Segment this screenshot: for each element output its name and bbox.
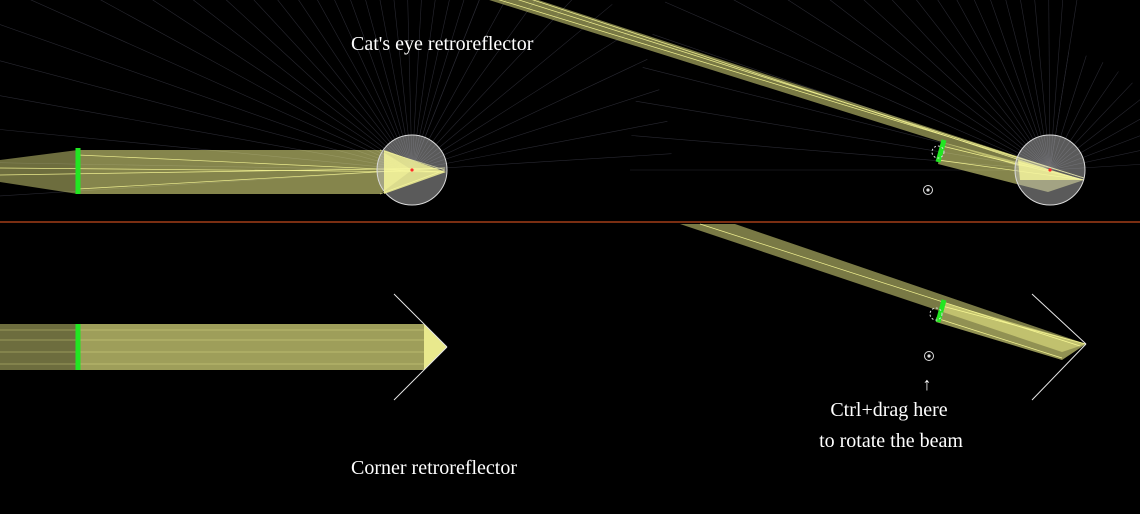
stray-ray: [365, 0, 413, 171]
incoming-beam-corner-left: [0, 324, 78, 370]
incoming-beam-right: [489, 0, 1084, 178]
stray-ray: [1049, 51, 1070, 171]
stray-ray: [990, 0, 1051, 171]
stray-ray: [411, 0, 450, 171]
stray-ray: [891, 0, 1051, 171]
stray-ray: [411, 30, 632, 171]
stray-ray: [1049, 99, 1140, 171]
stray-ray: [1049, 82, 1133, 171]
focus-cone-left: [384, 150, 446, 194]
incoming-beam-left: [0, 150, 78, 194]
stray-ray: [787, 0, 1051, 171]
stray-ray: [1034, 0, 1051, 171]
stray-rays-left: [0, 0, 672, 197]
main-beam-corner-left: [78, 324, 447, 370]
beam-rays-corner-left: [0, 329, 424, 365]
stray-ray: [411, 0, 536, 171]
stray-ray: [350, 0, 413, 171]
stray-ray: [411, 0, 506, 171]
stray-ray: [298, 0, 413, 171]
stray-ray: [916, 0, 1051, 171]
stray-ray: [411, 121, 668, 171]
corner-mirror-lower-left[interactable]: [393, 346, 448, 401]
stray-ray: [1020, 0, 1051, 171]
main-beam-corner-right: [936, 302, 1086, 360]
stray-ray: [829, 0, 1051, 171]
stray-ray: [1049, 62, 1104, 171]
corner-setup-left: [0, 293, 448, 401]
stray-ray: [1049, 150, 1140, 171]
corner-mirror-lower-right[interactable]: [1031, 343, 1087, 401]
corner-mirror-upper-right[interactable]: [1031, 293, 1087, 345]
stray-ray: [937, 0, 1051, 171]
main-beam-left: [78, 150, 412, 194]
rotation-handle-icon[interactable]: [924, 351, 934, 361]
rotate-hint-line1: Ctrl+drag here: [830, 399, 948, 421]
stray-ray: [407, 0, 413, 171]
stray-ray: [100, 0, 413, 171]
stray-ray: [1049, 164, 1140, 171]
stray-ray: [1005, 0, 1051, 171]
stray-ray: [393, 0, 413, 171]
stray-ray: [152, 0, 413, 171]
stray-ray: [973, 0, 1051, 171]
stray-ray: [30, 0, 413, 171]
corner-mirror-upper-left[interactable]: [393, 293, 448, 348]
stray-ray: [863, 0, 1051, 171]
stray-ray: [0, 24, 413, 171]
rotation-handle-icon[interactable]: [923, 185, 933, 195]
stray-ray: [334, 0, 413, 171]
up-arrow-icon: ↑: [922, 374, 932, 394]
stray-ray: [1049, 118, 1140, 171]
beam-endpoint-handle[interactable]: [931, 145, 945, 159]
beam-rays-corner-right: [699, 223, 1087, 359]
stray-ray: [411, 89, 660, 171]
stray-ray: [411, 0, 422, 171]
stray-ray: [956, 0, 1051, 171]
stray-ray: [225, 0, 413, 171]
beam-source-marker[interactable]: [75, 324, 81, 370]
sphere-center-marker: [1048, 168, 1052, 172]
corner-title: Corner retroreflector: [351, 457, 518, 479]
stray-ray: [1048, 0, 1051, 171]
stray-ray: [317, 0, 413, 171]
stray-ray: [411, 0, 465, 171]
corner-tip-left: [424, 324, 447, 370]
stray-ray: [1049, 55, 1087, 171]
stray-ray: [1049, 0, 1064, 171]
stray-ray: [192, 0, 413, 171]
stray-ray: [733, 0, 1051, 171]
cats-eye-setup-right: [489, 0, 1086, 206]
stray-ray: [411, 0, 436, 171]
stray-ray: [664, 1, 1051, 171]
stray-ray: [1049, 135, 1140, 171]
stray-ray: [411, 153, 672, 171]
stray-ray: [411, 59, 648, 171]
cats-eye-title: Cat's eye retroreflector: [351, 33, 534, 55]
stray-ray: [1049, 71, 1119, 171]
stray-ray: [411, 0, 480, 171]
sphere-center-marker: [410, 168, 414, 172]
cats-eye-setup-left: [0, 134, 448, 206]
stray-ray: [411, 4, 613, 171]
beam-rays-right-incoming: [498, 0, 1085, 179]
corner-setup-right: [680, 223, 1087, 401]
stray-ray: [253, 0, 413, 171]
stray-ray: [379, 0, 413, 171]
beam-endpoint-handle[interactable]: [929, 307, 943, 321]
beam-source-marker[interactable]: [75, 148, 81, 194]
rotate-hint-line2: to rotate the beam: [819, 430, 963, 452]
stray-ray: [277, 0, 413, 171]
